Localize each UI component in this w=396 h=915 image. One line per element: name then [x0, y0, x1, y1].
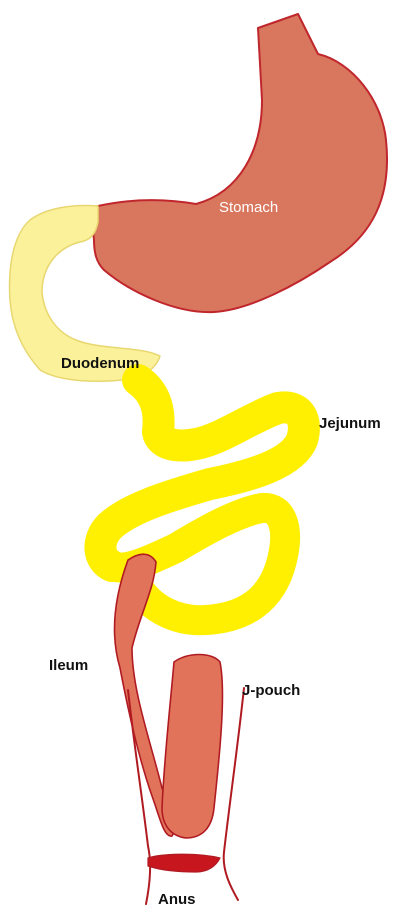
label-anus: Anus: [158, 892, 196, 907]
label-jpouch: J-pouch: [242, 683, 300, 698]
label-duodenum: Duodenum: [61, 356, 139, 371]
stomach-shape: [93, 14, 387, 312]
label-jejunum: Jejunum: [319, 416, 381, 431]
anus-shape: [148, 854, 220, 872]
jpouch-shape: [162, 655, 222, 839]
label-ileum: Ileum: [49, 658, 88, 673]
label-stomach: Stomach: [219, 200, 278, 215]
pelvis-right-line: [224, 688, 244, 900]
